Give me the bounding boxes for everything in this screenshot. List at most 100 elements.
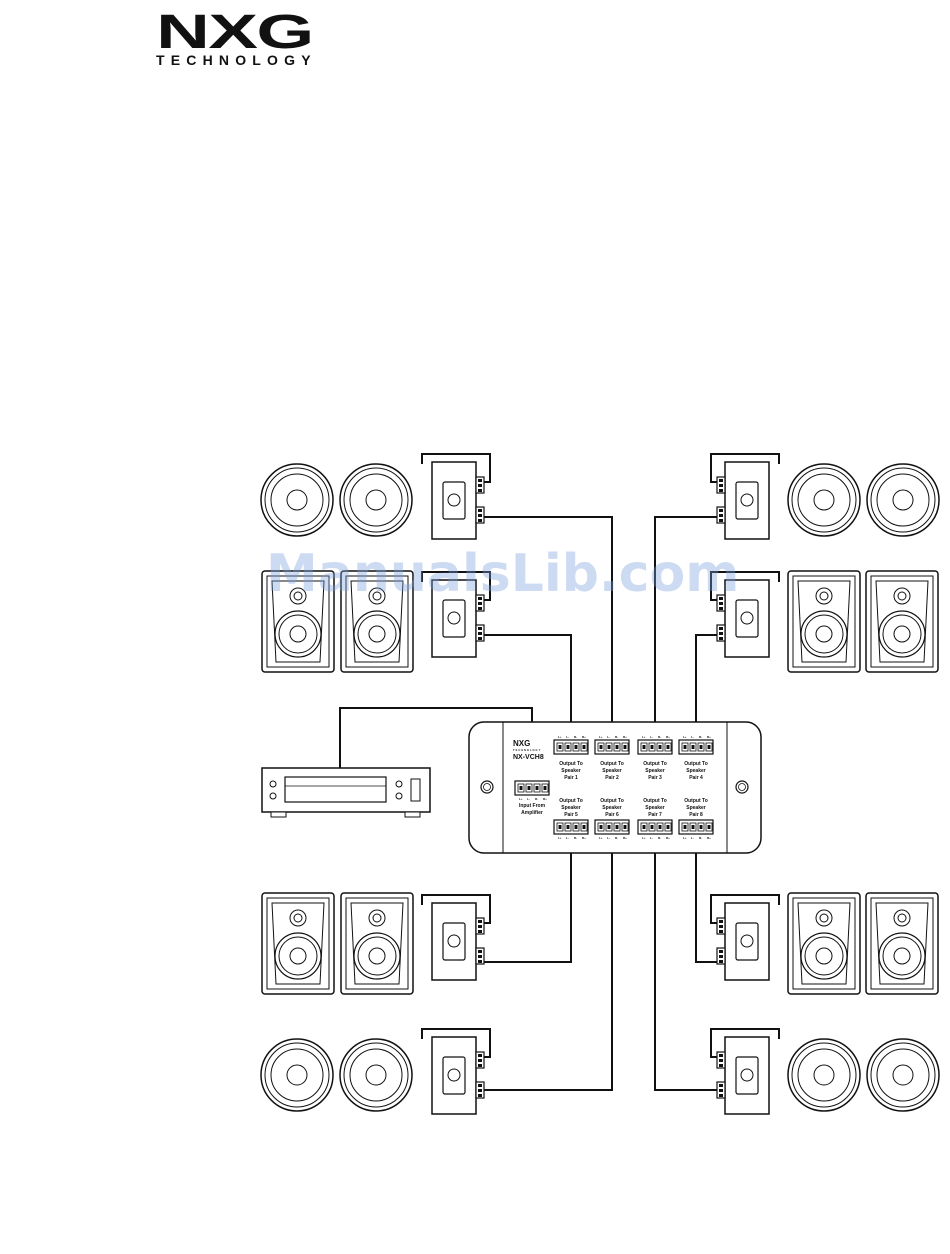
wall-speaker — [787, 570, 861, 673]
wall-speaker — [340, 570, 414, 673]
terminal-label: Pair 4 — [689, 775, 703, 781]
ceiling-speaker — [260, 463, 334, 537]
wire — [710, 894, 780, 924]
wall-speaker — [865, 892, 939, 995]
terminal-pin-label: L- — [691, 836, 694, 840]
wall-speaker — [865, 570, 939, 673]
terminal-label: Speaker — [561, 768, 581, 774]
terminal-pin-label: R- — [615, 735, 618, 739]
terminal-pin-label: R- — [574, 836, 577, 840]
terminal-pin-label: R+ — [582, 836, 586, 840]
terminal-label: Speaker — [561, 805, 581, 811]
terminal-label: Output To — [643, 798, 667, 804]
ceiling-speaker — [866, 1038, 940, 1112]
terminal-pin-label: R- — [574, 735, 577, 739]
terminal-pin-label: L+ — [683, 735, 687, 739]
terminal-pin-label: R- — [658, 836, 661, 840]
terminal-pin-label: L- — [691, 735, 694, 739]
terminal-pin-label: L+ — [558, 735, 562, 739]
terminal-label: Speaker — [645, 805, 665, 811]
wire — [484, 835, 613, 1091]
wire — [654, 516, 717, 740]
terminal-pin-label: L- — [650, 735, 653, 739]
terminal-block — [716, 594, 726, 612]
wire — [710, 1028, 780, 1058]
terminal-pin-label: L- — [566, 735, 569, 739]
terminal-label: Output To — [600, 761, 624, 767]
wire — [654, 835, 717, 1091]
terminal-pin-label: R+ — [666, 836, 670, 840]
volume-control — [716, 902, 770, 981]
terminal-pin-label: L- — [566, 836, 569, 840]
terminal-label: Pair 6 — [605, 812, 619, 818]
terminal-label: Input From — [519, 803, 546, 809]
volume-control — [431, 461, 485, 540]
volume-control — [431, 1036, 485, 1115]
terminal-label: Pair 3 — [648, 775, 662, 781]
terminal-pin-label: R+ — [582, 735, 586, 739]
terminal-pin-label: L- — [607, 735, 610, 739]
terminal-label: Output To — [643, 761, 667, 767]
terminal-pin-label: R+ — [623, 836, 627, 840]
wall-speaker — [787, 892, 861, 995]
terminal-block — [475, 947, 485, 965]
terminal-label: Output To — [600, 798, 624, 804]
amplifier — [261, 767, 431, 818]
wall-speaker — [340, 892, 414, 995]
terminal-block — [475, 917, 485, 935]
logo-wordmark: NXG — [156, 6, 313, 50]
terminal-pin-label: L+ — [519, 797, 523, 801]
terminal-pin-label: L+ — [642, 836, 646, 840]
terminal-pin-label: R- — [658, 735, 661, 739]
terminal-pin-label: R- — [699, 735, 702, 739]
speakers-layer — [260, 463, 940, 1112]
terminal-label: Speaker — [645, 768, 665, 774]
terminal-block — [716, 624, 726, 642]
nx-vch8-hub: NXG TECHNOLOGY NX-VCH8 L+L-R-R+Output To… — [468, 721, 762, 854]
hub-brand-sub: TECHNOLOGY — [513, 748, 541, 752]
terminal-pin-label: L- — [650, 836, 653, 840]
ceiling-speaker — [787, 1038, 861, 1112]
wire — [710, 571, 780, 601]
terminal-label: Output To — [684, 798, 708, 804]
terminal-block — [716, 947, 726, 965]
terminal-pin-label: R+ — [707, 836, 711, 840]
terminal-block — [475, 624, 485, 642]
terminal-pin-label: R+ — [623, 735, 627, 739]
wire — [484, 516, 613, 740]
terminal-block — [475, 1081, 485, 1099]
ceiling-speaker — [339, 463, 413, 537]
terminal-pin-label: L+ — [683, 836, 687, 840]
terminal-block — [716, 476, 726, 494]
wire — [484, 835, 572, 963]
terminal-label: Speaker — [602, 805, 622, 811]
volume-control — [716, 1036, 770, 1115]
terminal-label: Output To — [684, 761, 708, 767]
terminal-pin-label: R- — [535, 797, 538, 801]
terminal-pin-label: R+ — [666, 735, 670, 739]
terminal-pin-label: L+ — [558, 836, 562, 840]
terminal-pin-label: L- — [527, 797, 530, 801]
terminal-block — [716, 917, 726, 935]
wire — [421, 571, 491, 601]
terminal-block — [716, 506, 726, 524]
wire — [421, 453, 491, 483]
ceiling-speaker — [260, 1038, 334, 1112]
terminal-pin-label: R- — [615, 836, 618, 840]
terminal-block — [475, 506, 485, 524]
terminal-pin-label: L+ — [642, 735, 646, 739]
ceiling-speaker — [787, 463, 861, 537]
terminal-block — [716, 1081, 726, 1099]
terminal-label: Pair 5 — [564, 812, 578, 818]
wire — [695, 835, 717, 963]
terminal-block — [475, 594, 485, 612]
terminal-pin-label: R+ — [543, 797, 547, 801]
